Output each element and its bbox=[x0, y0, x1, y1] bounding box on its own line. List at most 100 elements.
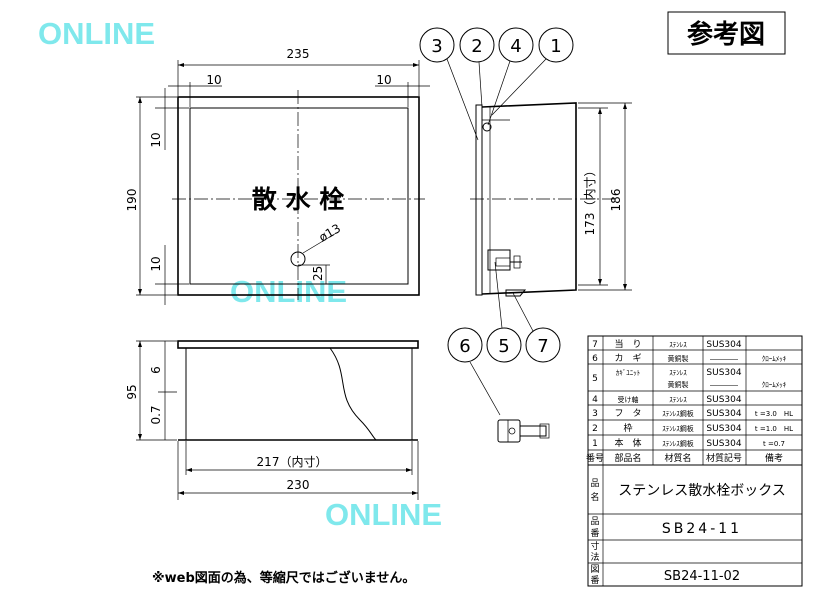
drawing-number: SB24-11-02 bbox=[664, 569, 740, 584]
callout-6: 6 bbox=[447, 327, 501, 416]
title-label: 品 bbox=[590, 516, 599, 527]
callout-5: 5 bbox=[486, 261, 522, 363]
svg-text:ｽﾃﾝﾚｽ: ｽﾃﾝﾚｽ bbox=[669, 341, 687, 349]
watermark-online: ONLINE bbox=[325, 497, 442, 532]
reference-badge-label: 参考図 bbox=[687, 19, 765, 50]
callout-1: 1 bbox=[491, 27, 574, 116]
svg-text:SUS304: SUS304 bbox=[706, 424, 741, 434]
dim-right-margin: 10 bbox=[376, 73, 391, 87]
svg-text:1: 1 bbox=[592, 439, 598, 449]
table-row: 2 枠 ｽﾃﾝﾚｽ鋼板 SUS304 t =1.0 HL bbox=[592, 422, 793, 434]
product-name: ステンレス散水栓ボックス bbox=[618, 483, 786, 499]
callout-3: 3 bbox=[419, 27, 479, 141]
svg-text:SUS304: SUS304 bbox=[706, 439, 741, 449]
svg-text:黄銅製: 黄銅製 bbox=[668, 380, 689, 389]
dim-outer-width: 230 bbox=[287, 478, 310, 492]
svg-text:5: 5 bbox=[592, 374, 598, 384]
svg-text:カ ギ: カ ギ bbox=[614, 353, 641, 364]
svg-text:4: 4 bbox=[592, 395, 598, 405]
svg-text:本 体: 本 体 bbox=[614, 437, 641, 449]
key-detail bbox=[497, 419, 550, 443]
svg-text:7: 7 bbox=[537, 336, 548, 357]
svg-text:材質記号: 材質記号 bbox=[706, 452, 742, 464]
svg-text:SUS304: SUS304 bbox=[706, 340, 741, 350]
svg-text:――――: ―――― bbox=[710, 355, 738, 363]
svg-text:SUS304: SUS304 bbox=[706, 395, 741, 405]
svg-text:5: 5 bbox=[498, 336, 509, 357]
dim-outer-height: 186 bbox=[609, 189, 623, 212]
svg-text:3: 3 bbox=[592, 409, 598, 419]
svg-text:SUS304: SUS304 bbox=[706, 409, 741, 419]
svg-text:ｽﾃﾝﾚｽ: ｽﾃﾝﾚｽ bbox=[669, 396, 687, 404]
side-view: 173（内寸） 186 3 2 4 1 6 bbox=[419, 27, 632, 443]
table-header: 番号 部品名 材質名 材質記号 備考 bbox=[586, 452, 783, 464]
svg-text:7: 7 bbox=[592, 340, 598, 350]
svg-text:3: 3 bbox=[431, 36, 442, 57]
svg-text:ｸﾛｰﾑﾒｯｷ: ｸﾛｰﾑﾒｯｷ bbox=[762, 355, 787, 363]
reference-badge: 参考図 bbox=[667, 11, 786, 55]
svg-text:受け軸: 受け軸 bbox=[618, 395, 639, 404]
dim-inner-height: 173（内寸） bbox=[583, 165, 597, 236]
title-label: 名 bbox=[590, 491, 599, 503]
dim-top-margin: 10 bbox=[149, 132, 163, 147]
dim-hole-diameter: ø13 bbox=[317, 221, 344, 244]
svg-text:2: 2 bbox=[592, 424, 598, 434]
svg-text:黄銅製: 黄銅製 bbox=[668, 354, 689, 363]
svg-text:1: 1 bbox=[550, 36, 561, 57]
dim-height: 190 bbox=[125, 189, 139, 212]
svg-text:t =0.7: t =0.7 bbox=[763, 440, 785, 448]
svg-text:t =3.0 HL: t =3.0 HL bbox=[755, 410, 793, 418]
title-label: 番 bbox=[590, 574, 599, 586]
dim-flange: 6 bbox=[149, 366, 163, 374]
svg-text:ｽﾃﾝﾚｽ鋼板: ｽﾃﾝﾚｽ鋼板 bbox=[662, 439, 694, 448]
svg-text:ｽﾃﾝﾚｽ鋼板: ｽﾃﾝﾚｽ鋼板 bbox=[662, 409, 694, 418]
svg-text:枠: 枠 bbox=[623, 422, 632, 434]
svg-text:ｽﾃﾝﾚｽ: ｽﾃﾝﾚｽ bbox=[669, 369, 687, 377]
plate-text: 散 水 栓 bbox=[252, 185, 344, 214]
parts-table: 7 当 り ｽﾃﾝﾚｽ SUS304 6 カ ギ 黄銅製 ―――― ｸﾛｰﾑﾒｯ… bbox=[586, 335, 803, 587]
dim-hole-offset: 25 bbox=[311, 266, 325, 281]
svg-text:ｶｷﾞﾕﾆｯﾄ: ｶｷﾞﾕﾆｯﾄ bbox=[616, 369, 641, 377]
svg-text:2: 2 bbox=[471, 36, 482, 57]
svg-text:番号: 番号 bbox=[586, 452, 604, 464]
product-number: SB24-11 bbox=[662, 521, 742, 537]
dim-bottom-height: 95 bbox=[125, 384, 139, 399]
callout-2: 2 bbox=[459, 27, 495, 108]
front-view: 散 水 栓 ø13 25 235 10 10 190 10 10 bbox=[125, 47, 430, 305]
table-row: 4 受け軸 ｽﾃﾝﾚｽ SUS304 bbox=[592, 395, 742, 405]
key-hole bbox=[290, 251, 306, 267]
outer-frame bbox=[177, 96, 420, 296]
bottom-view: 95 6 0.7 217（内寸） 230 bbox=[125, 340, 419, 500]
table-row: 1 本 体 ｽﾃﾝﾚｽ鋼板 SUS304 t =0.7 bbox=[592, 437, 785, 449]
dim-thickness: 0.7 bbox=[149, 405, 163, 424]
title-label: 法 bbox=[590, 551, 599, 563]
svg-text:――――: ―――― bbox=[710, 381, 738, 389]
svg-text:t =1.0 HL: t =1.0 HL bbox=[755, 425, 793, 433]
scale-note: ※web図面の為、等縮尺ではございません。 bbox=[152, 570, 415, 586]
dim-bottom-margin: 10 bbox=[149, 256, 163, 271]
callout-4: 4 bbox=[487, 27, 534, 126]
watermark-online: ONLINE bbox=[38, 16, 155, 51]
title-label: 品 bbox=[590, 478, 599, 489]
svg-text:当 り: 当 り bbox=[614, 338, 641, 350]
svg-text:SUS304: SUS304 bbox=[706, 368, 741, 378]
watermark-online: ONLINE bbox=[230, 274, 347, 309]
table-row: 7 当 り ｽﾃﾝﾚｽ SUS304 bbox=[592, 338, 742, 350]
svg-text:4: 4 bbox=[510, 36, 521, 57]
svg-text:ｽﾃﾝﾚｽ鋼板: ｽﾃﾝﾚｽ鋼板 bbox=[662, 424, 694, 433]
title-label: 番 bbox=[590, 527, 599, 539]
title-label: 寸 bbox=[590, 540, 599, 552]
svg-text:備考: 備考 bbox=[765, 452, 783, 464]
callout-7: 7 bbox=[512, 292, 561, 363]
dim-inner-width: 217（内寸） bbox=[257, 455, 328, 469]
svg-text:6: 6 bbox=[592, 354, 598, 364]
dim-left-margin: 10 bbox=[206, 73, 221, 87]
svg-text:ｸﾛｰﾑﾒｯｷ: ｸﾛｰﾑﾒｯｷ bbox=[762, 381, 787, 389]
title-label: 図 bbox=[590, 564, 599, 575]
dim-width: 235 bbox=[287, 47, 310, 61]
table-row: 3 フ タ ｽﾃﾝﾚｽ鋼板 SUS304 t =3.0 HL bbox=[592, 408, 793, 419]
svg-text:6: 6 bbox=[459, 336, 470, 357]
svg-text:フ タ: フ タ bbox=[614, 408, 641, 419]
table-row: 5 ｶｷﾞﾕﾆｯﾄ ｽﾃﾝﾚｽ 黄銅製 SUS304 ―――― ｸﾛｰﾑﾒｯｷ bbox=[592, 368, 787, 389]
